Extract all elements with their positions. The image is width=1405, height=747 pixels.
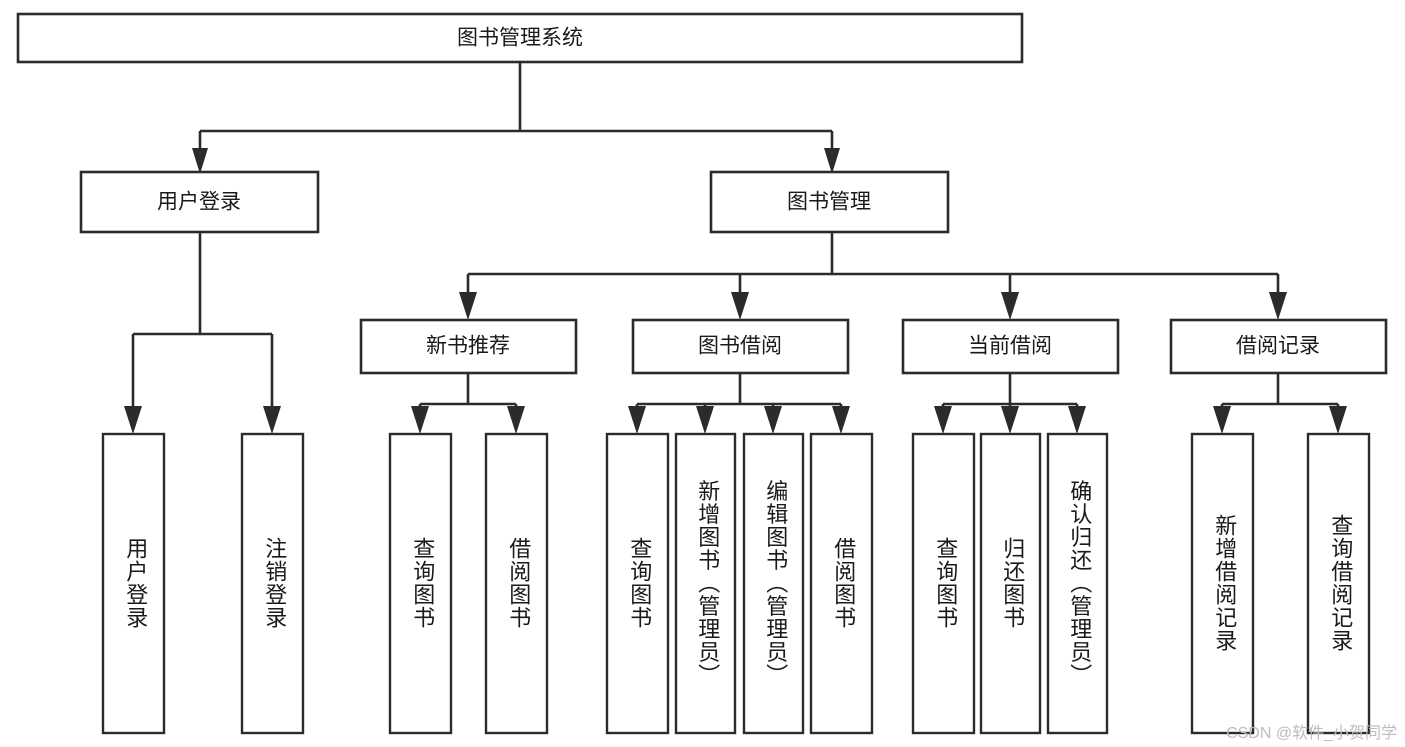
node-book-manage-label: 图书管理 xyxy=(787,191,871,214)
arrow-to-new-book-rec xyxy=(459,292,477,320)
node-leaf-record-query[interactable]: 查询借阅记录 xyxy=(1306,432,1371,735)
node-book-borrow-label: 图书借阅 xyxy=(698,335,782,358)
node-book-borrow[interactable]: 图书借阅 xyxy=(631,318,850,375)
node-leaf-record-add-label: 新增借阅记录 xyxy=(1212,514,1237,652)
arrow-to-leaf-borrow-edit xyxy=(764,406,782,434)
arrow-to-leaf-current-return xyxy=(1001,406,1019,434)
arrow-to-leaf-borrow-lend xyxy=(832,406,850,434)
arrow-to-leaf-user-login xyxy=(124,406,142,434)
arrow-to-book-borrow xyxy=(731,292,749,320)
node-book-manage-box[interactable] xyxy=(709,170,950,234)
arrow-to-user-login xyxy=(192,148,208,174)
node-leaf-borrow-query[interactable]: 查询图书 xyxy=(605,432,670,735)
arrow-to-leaf-borrow-query xyxy=(628,406,646,434)
node-root-label: 图书管理系统 xyxy=(457,27,583,50)
node-leaf-current-confirm-box[interactable] xyxy=(1046,432,1109,735)
node-current-borrow-label: 当前借阅 xyxy=(968,335,1052,358)
node-leaf-user-logout[interactable]: 注销登录 xyxy=(240,432,305,735)
node-user-login-label: 用户登录 xyxy=(157,191,241,214)
node-user-login[interactable]: 用户登录 xyxy=(79,170,320,234)
node-leaf-borrow-add-label: 新增图书（管理员） xyxy=(695,480,720,687)
arrow-to-leaf-record-add xyxy=(1213,406,1231,434)
node-book-manage[interactable]: 图书管理 xyxy=(709,170,950,234)
arrow-to-leaf-record-query xyxy=(1329,406,1347,434)
node-leaf-user-logout-label: 注销登录 xyxy=(262,537,287,629)
node-new-book-rec-box[interactable] xyxy=(359,318,578,375)
node-book-borrow-box[interactable] xyxy=(631,318,850,375)
node-current-borrow-box[interactable] xyxy=(901,318,1120,375)
node-leaf-rec-borrow-label: 借阅图书 xyxy=(506,537,531,629)
node-leaf-current-confirm-label: 确认归还（管理员） xyxy=(1067,480,1092,687)
node-leaf-borrow-add[interactable]: 新增图书（管理员） xyxy=(674,432,737,735)
arrow-to-borrow-record xyxy=(1269,292,1287,320)
edge-book-manage-to-bus xyxy=(466,232,1280,296)
edge-root-to-bus xyxy=(198,62,834,160)
edge-user-login-to-bus xyxy=(131,232,274,408)
node-leaf-current-query-box[interactable] xyxy=(911,432,976,735)
node-user-login-box[interactable] xyxy=(79,170,320,234)
edge-borrow-record-to-bus xyxy=(1220,373,1340,412)
node-leaf-user-logout-box[interactable] xyxy=(240,432,305,735)
node-leaf-borrow-add-box[interactable] xyxy=(674,432,737,735)
node-leaf-current-confirm[interactable]: 确认归还（管理员） xyxy=(1046,432,1109,735)
node-leaf-rec-borrow-box[interactable] xyxy=(484,432,549,735)
node-current-borrow[interactable]: 当前借阅 xyxy=(901,318,1120,375)
arrow-to-current-borrow xyxy=(1001,292,1019,320)
node-leaf-current-query[interactable]: 查询图书 xyxy=(911,432,976,735)
arrow-to-leaf-borrow-add xyxy=(696,406,714,434)
node-leaf-current-return-box[interactable] xyxy=(979,432,1042,735)
node-borrow-record-box[interactable] xyxy=(1169,318,1388,375)
node-leaf-borrow-query-label: 查询图书 xyxy=(627,537,652,629)
node-root-box[interactable] xyxy=(16,12,1024,64)
node-leaf-record-add-box[interactable] xyxy=(1190,432,1255,735)
node-leaf-user-login[interactable]: 用户登录 xyxy=(101,432,166,735)
node-leaf-rec-query[interactable]: 查询图书 xyxy=(388,432,453,735)
node-leaf-user-login-box[interactable] xyxy=(101,432,166,735)
node-new-book-rec-label: 新书推荐 xyxy=(426,335,510,358)
node-leaf-record-query-label: 查询借阅记录 xyxy=(1328,514,1353,652)
node-leaf-record-query-box[interactable] xyxy=(1306,432,1371,735)
edge-layer xyxy=(124,62,1347,434)
node-leaf-rec-query-label: 查询图书 xyxy=(410,537,435,629)
edge-book-borrow-to-bus xyxy=(635,373,843,412)
arrow-to-leaf-current-confirm xyxy=(1068,406,1086,434)
node-leaf-rec-query-box[interactable] xyxy=(388,432,453,735)
node-leaf-rec-borrow[interactable]: 借阅图书 xyxy=(484,432,549,735)
node-leaf-current-return[interactable]: 归还图书 xyxy=(979,432,1042,735)
node-leaf-user-login-label: 用户登录 xyxy=(123,537,148,629)
arrow-to-leaf-user-logout xyxy=(263,406,281,434)
arrow-to-leaf-current-query xyxy=(934,406,952,434)
node-leaf-borrow-edit-box[interactable] xyxy=(742,432,805,735)
node-leaf-current-return-label: 归还图书 xyxy=(1000,537,1025,629)
node-leaf-borrow-lend[interactable]: 借阅图书 xyxy=(809,432,874,735)
node-root[interactable]: 图书管理系统 xyxy=(16,12,1024,64)
node-leaf-borrow-lend-box[interactable] xyxy=(809,432,874,735)
csdn-watermark: CSDN @软件_小贺同学 xyxy=(1226,725,1397,742)
node-leaf-borrow-query-box[interactable] xyxy=(605,432,670,735)
node-leaf-borrow-edit-label: 编辑图书（管理员） xyxy=(763,480,788,687)
node-borrow-record[interactable]: 借阅记录 xyxy=(1169,318,1388,375)
edge-new-book-rec-to-bus xyxy=(418,373,518,412)
arrow-to-leaf-rec-borrow xyxy=(507,406,525,434)
node-borrow-record-label: 借阅记录 xyxy=(1236,335,1320,358)
node-new-book-rec[interactable]: 新书推荐 xyxy=(359,318,578,375)
arrow-to-leaf-rec-query xyxy=(411,406,429,434)
node-leaf-current-query-label: 查询图书 xyxy=(933,537,958,629)
node-leaf-record-add[interactable]: 新增借阅记录 xyxy=(1190,432,1255,735)
node-leaf-borrow-lend-label: 借阅图书 xyxy=(831,537,856,629)
node-leaf-borrow-edit[interactable]: 编辑图书（管理员） xyxy=(742,432,805,735)
arrow-to-book-manage xyxy=(824,148,840,174)
